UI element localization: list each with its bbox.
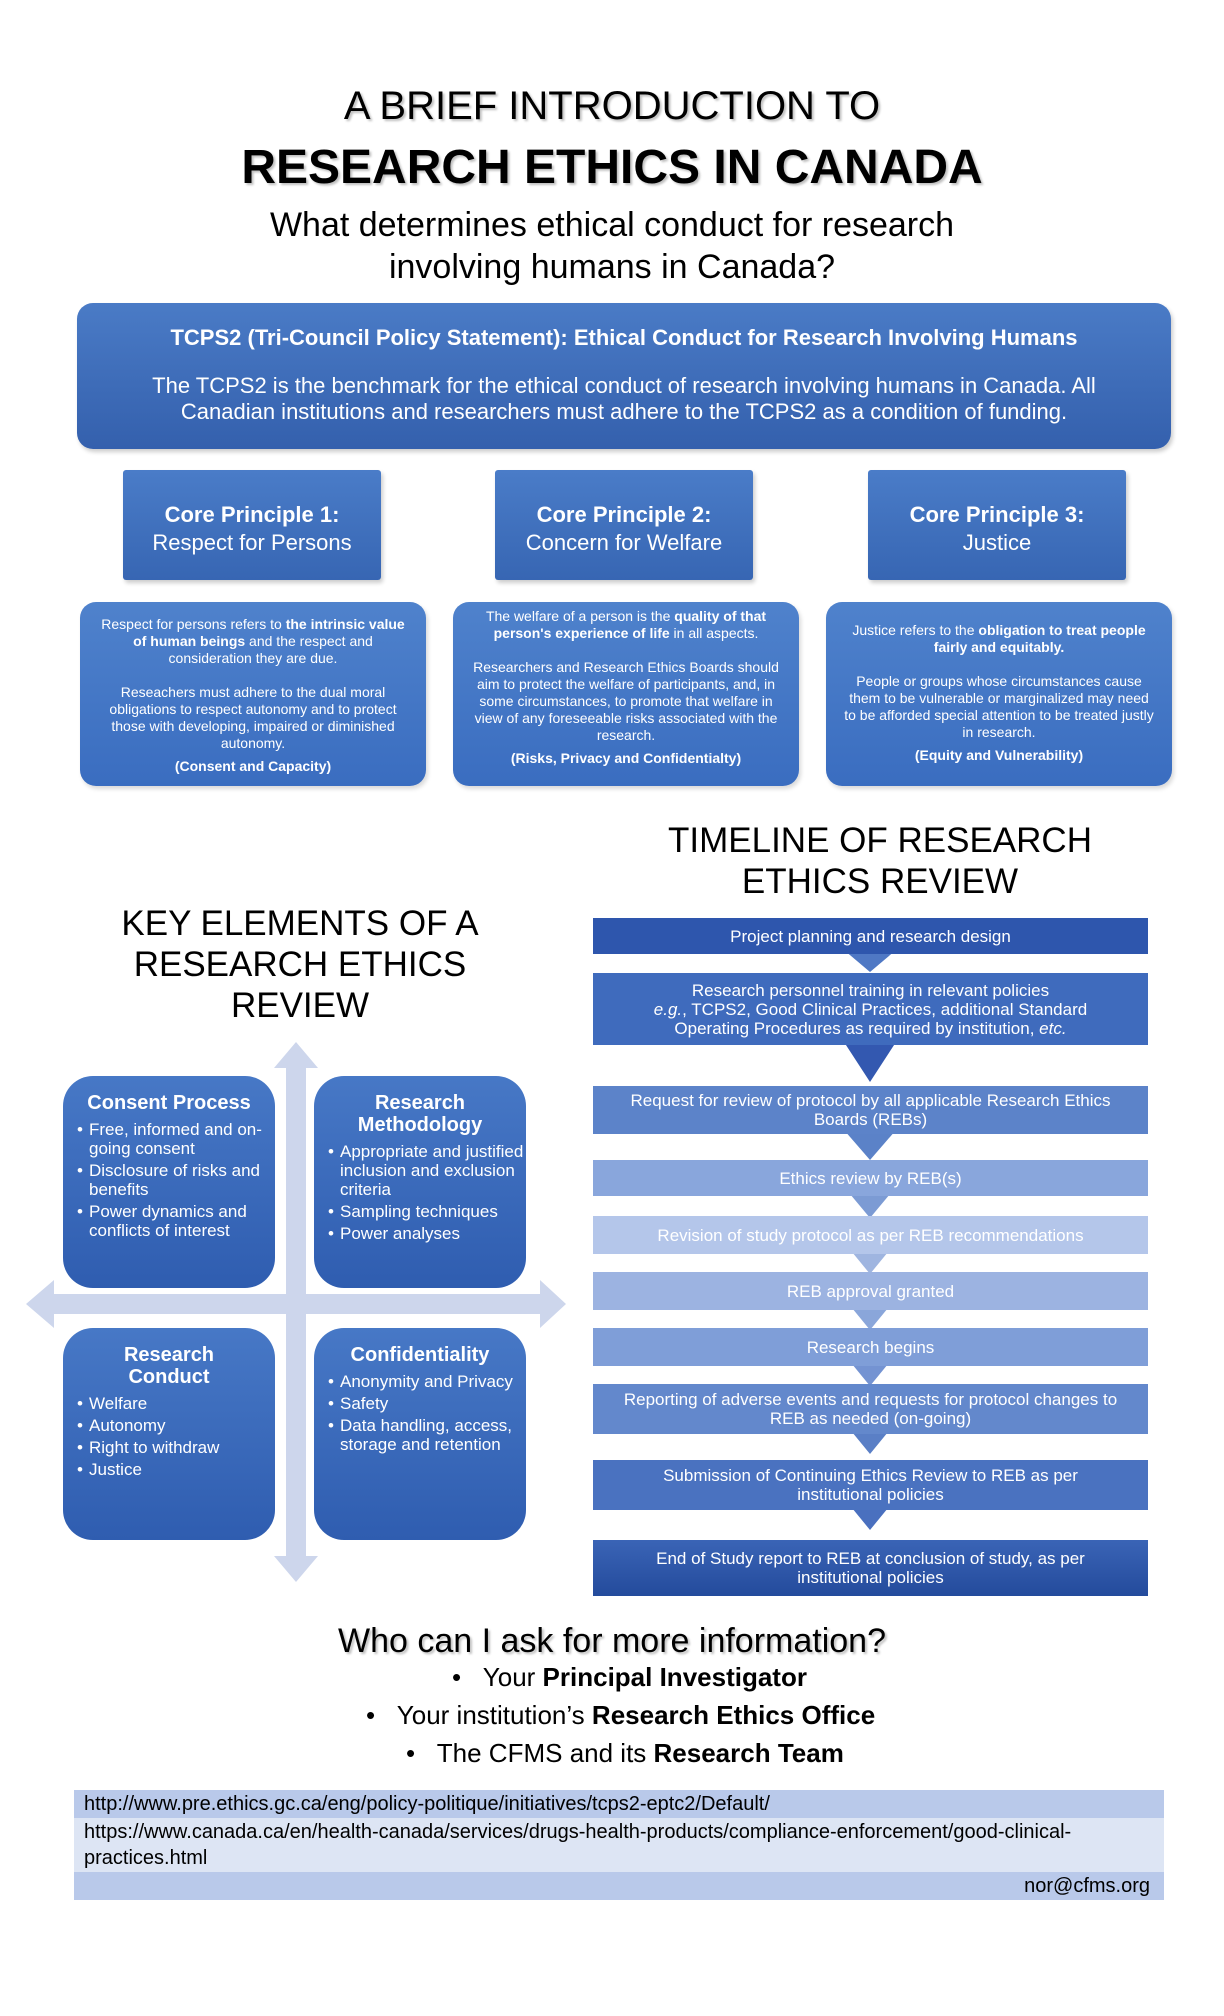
principle-3-details: People or groups whose circumstances cau… <box>844 673 1154 740</box>
timeline-arrow <box>852 1508 888 1530</box>
quadrant-title: Research Conduct <box>123 1344 215 1388</box>
email-link[interactable]: nor@cfms.org <box>74 1872 1164 1900</box>
principle-1-details: Reseachers must adhere to the dual moral… <box>109 684 397 751</box>
principle-subtitle: Justice <box>962 530 1032 555</box>
principle-subtitle: Concern for Welfare <box>525 530 723 555</box>
principle-2-details: Researchers and Research Ethics Boards s… <box>473 659 779 743</box>
quadrant-confidentiality: Confidentiality Anonymity and Privacy Sa… <box>314 1328 526 1540</box>
contact-title: Who can I ask for more information? <box>337 1622 886 1660</box>
timeline-title: TIMELINE OF RESEARCH ETHICS REVIEW <box>668 821 1092 901</box>
quadrant-list: Appropriate and justified inclusion and … <box>314 1142 526 1243</box>
principle-subtitle: Respect for Persons <box>152 530 352 555</box>
principle-2-tag: (Risks, Privacy and Confidentialty) <box>510 750 742 766</box>
principle-3-tag: (Equity and Vulnerability) <box>914 747 1084 763</box>
list-item: Sampling techniques <box>328 1202 526 1221</box>
timeline-step-7: Research begins <box>593 1328 1148 1366</box>
quadrant-title: Research Methodology <box>357 1092 483 1136</box>
subtitle: What determines ethical conduct for rese… <box>269 206 955 286</box>
title-line-2: RESEARCH ETHICS IN CANADA <box>241 141 983 194</box>
principle-2-definition: The welfare of a person is the quality o… <box>485 608 767 641</box>
quadrant-research-conduct: Research Conduct Welfare Autonomy Right … <box>63 1328 275 1540</box>
timeline-arrow <box>852 1364 888 1386</box>
timeline-arrow <box>852 1432 888 1454</box>
timeline-arrow <box>844 950 896 972</box>
quadrant-list: Anonymity and Privacy Safety Data handli… <box>314 1372 526 1454</box>
quadrant-consent-process: Consent Process Free, informed and on-go… <box>63 1076 275 1288</box>
principle-title: Core Principle 2: <box>536 502 712 527</box>
cross-arrows <box>26 1042 566 1582</box>
timeline-step-5: Revision of study protocol as per REB re… <box>593 1216 1148 1254</box>
principle-1-tag: (Consent and Capacity) <box>174 758 332 774</box>
timeline-arrow <box>850 1194 890 1218</box>
timeline-step-4: Ethics review by REB(s) <box>593 1160 1148 1196</box>
timeline-step-6: REB approval granted <box>593 1272 1148 1310</box>
core-principle-3: Core Principle 3: Justice <box>868 470 1126 580</box>
step-subtext: e.g., TCPS2, Good Clinical Practices, ad… <box>653 999 1088 1038</box>
quadrant-title: Consent Process <box>87 1092 251 1114</box>
title-line-1: A BRIEF INTRODUCTION TO <box>343 84 881 128</box>
list-item: Power analyses <box>328 1224 526 1243</box>
quadrant-list: Free, informed and on-going consent Disc… <box>63 1120 275 1240</box>
list-item: Safety <box>328 1394 526 1413</box>
contact-item-2: • Your institution’s Research Ethics Off… <box>366 1700 876 1730</box>
principle-2-description: The welfare of a person is the quality o… <box>453 602 799 786</box>
contact-item-3: • The CFMS and its Research Team <box>406 1738 844 1768</box>
principle-3-description: Justice refers to the obligation to trea… <box>826 602 1172 786</box>
timeline-step-9: Submission of Continuing Ethics Review t… <box>593 1460 1148 1510</box>
list-item: Right to withdraw <box>77 1438 275 1457</box>
list-item: Free, informed and on-going consent <box>77 1120 275 1158</box>
list-item: Power dynamics and conflicts of interest <box>77 1202 275 1240</box>
quadrant-list: Welfare Autonomy Right to withdraw Justi… <box>63 1394 275 1479</box>
principle-3-definition: Justice refers to the obligation to trea… <box>852 622 1146 655</box>
tcps2-body: The TCPS2 is the benchmark for the ethic… <box>152 373 1096 424</box>
timeline-step-2: Research personnel training in relevant … <box>593 973 1148 1045</box>
link-tcps2[interactable]: http://www.pre.ethics.gc.ca/eng/policy-p… <box>74 1790 1164 1818</box>
quadrant-title: Confidentiality <box>350 1344 490 1366</box>
core-principle-2: Core Principle 2: Concern for Welfare <box>495 470 753 580</box>
timeline-step-10: End of Study report to REB at conclusion… <box>593 1540 1148 1596</box>
list-item: Justice <box>77 1460 275 1479</box>
principle-1-description: Respect for persons refers to the intrin… <box>80 602 426 786</box>
principle-1-definition: Respect for persons refers to the intrin… <box>101 616 405 666</box>
quadrant-research-methodology: Research Methodology Appropriate and jus… <box>314 1076 526 1288</box>
timeline-arrow <box>844 1130 896 1160</box>
list-item: Data handling, access, storage and reten… <box>328 1416 526 1454</box>
tcps2-title: TCPS2 (Tri-Council Policy Statement): Et… <box>170 325 1078 350</box>
timeline-arrow <box>844 1042 896 1082</box>
timeline-step-1: Project planning and research design <box>593 918 1148 954</box>
list-item: Welfare <box>77 1394 275 1413</box>
list-item: Autonomy <box>77 1416 275 1435</box>
principle-title: Core Principle 3: <box>909 502 1085 527</box>
contact-item-1: • Your Principal Investigator <box>452 1662 807 1692</box>
list-item: Appropriate and justified inclusion and … <box>328 1142 526 1199</box>
timeline-step-8: Reporting of adverse events and requests… <box>593 1384 1148 1434</box>
timeline-arrow <box>852 1252 888 1274</box>
key-elements-title: KEY ELEMENTS OF A RESEARCH ETHICS REVIEW <box>121 904 479 1025</box>
link-good-clinical-practices[interactable]: https://www.canada.ca/en/health-canada/s… <box>74 1818 1164 1872</box>
tcps2-box: TCPS2 (Tri-Council Policy Statement): Et… <box>77 303 1171 449</box>
principle-title: Core Principle 1: <box>164 502 340 527</box>
list-item: Anonymity and Privacy <box>328 1372 526 1391</box>
core-principle-1: Core Principle 1: Respect for Persons <box>123 470 381 580</box>
list-item: Disclosure of risks and benefits <box>77 1161 275 1199</box>
timeline-step-3: Request for review of protocol by all ap… <box>593 1086 1148 1134</box>
step-text: Research personnel training in relevant … <box>691 980 1050 1000</box>
timeline-arrow <box>852 1308 888 1330</box>
